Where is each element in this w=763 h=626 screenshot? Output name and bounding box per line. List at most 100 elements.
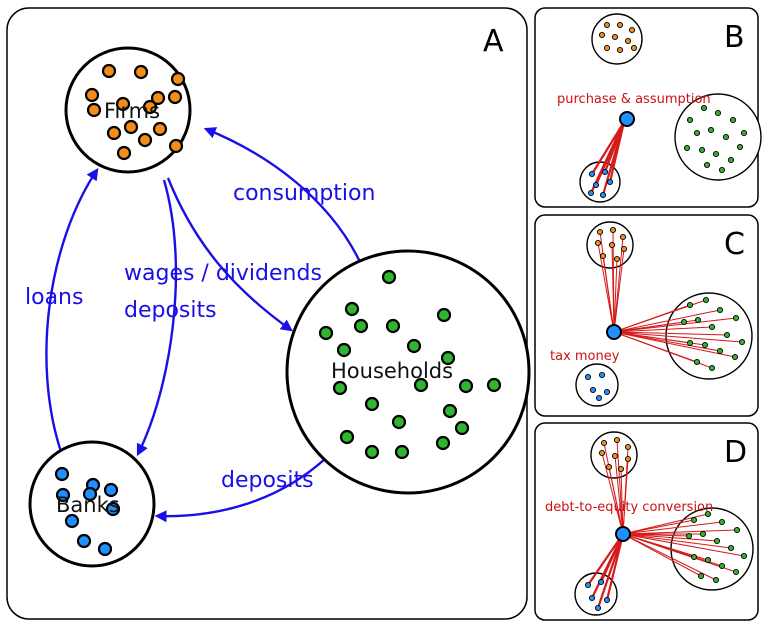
household-agent: [701, 341, 709, 349]
household-agent: [699, 530, 707, 538]
household-agent: [740, 552, 748, 560]
household-agent: [740, 129, 748, 137]
bank-agent: [587, 189, 595, 197]
household-agent: [332, 380, 348, 396]
conversion-link: [587, 533, 624, 586]
bank-agent: [598, 371, 606, 379]
bank-agent: [601, 168, 609, 176]
household-agent: [690, 553, 698, 561]
household-agent: [353, 318, 369, 334]
household-agent: [693, 129, 701, 137]
bank-agent: [76, 533, 92, 549]
firm-agent: [611, 452, 619, 460]
wages-dividends-label: wages / dividends: [124, 261, 322, 286]
panel-a-letter: A: [483, 24, 504, 59]
conversion-link: [608, 466, 624, 535]
conversion-link: [622, 529, 738, 535]
firm-agent: [152, 121, 168, 137]
firm-agent: [598, 31, 606, 39]
household-agent: [344, 301, 360, 317]
firm-agent: [600, 439, 608, 447]
household-agent: [731, 353, 739, 361]
panel-b-letter: B: [724, 20, 745, 55]
firm-agent: [624, 37, 632, 45]
panel-b-links: [590, 121, 626, 196]
household-agent: [732, 568, 740, 576]
firm-agents: [84, 63, 186, 161]
household-agent: [707, 126, 715, 134]
panel-d-converted-bank: [615, 526, 631, 542]
conversion-link: [622, 533, 737, 573]
firm-agent: [630, 44, 638, 52]
bank-agent: [592, 181, 600, 189]
firm-agent: [603, 21, 611, 29]
firm-agent: [598, 449, 606, 457]
bank-agent: [595, 394, 603, 402]
conversion-link: [622, 521, 723, 535]
firm-agent: [106, 125, 122, 141]
firm-agent: [115, 96, 131, 112]
household-agent: [704, 556, 712, 564]
tax-link: [613, 331, 743, 343]
household-agent: [693, 358, 701, 366]
firm-agent: [624, 443, 632, 451]
household-agent: [714, 109, 722, 117]
conversion-link: [622, 533, 702, 577]
firm-agent: [620, 245, 628, 253]
household-agent: [683, 144, 691, 152]
bank-agent: [105, 501, 121, 517]
household-agent: [406, 338, 422, 354]
household-agent: [339, 429, 355, 445]
tax-link: [613, 326, 713, 333]
firm-agent: [116, 145, 132, 161]
deposits-households-arrow: [154, 457, 327, 523]
household-agent: [727, 156, 735, 164]
firm-agent: [617, 465, 625, 473]
household-agent: [685, 532, 693, 540]
firm-agent: [616, 21, 624, 29]
household-agent: [318, 325, 334, 341]
conversion-link: [596, 533, 625, 609]
purchase-link: [601, 121, 626, 196]
panel-d-agents: [584, 436, 748, 612]
household-agent: [708, 323, 716, 331]
bank-agent: [82, 486, 98, 502]
panel-d: D debt-to-equity conversion: [534, 422, 759, 621]
tax-link: [611, 244, 615, 333]
firm-agent: [137, 132, 153, 148]
household-agent: [703, 161, 711, 169]
bank-agent: [589, 386, 597, 394]
conversion-link: [622, 533, 745, 557]
tax-link: [613, 317, 737, 333]
conversion-link: [614, 455, 624, 535]
panel-d-label: debt-to-equity conversion: [545, 500, 713, 515]
panel-b-label: purchase & assumption: [557, 92, 711, 107]
panel-d-links: [587, 439, 745, 609]
bank-agent: [594, 604, 602, 612]
household-agent: [694, 316, 702, 324]
household-agent: [385, 318, 401, 334]
bank-agent: [584, 581, 592, 589]
household-agent: [712, 576, 720, 584]
panel-c: C tax money: [534, 214, 759, 417]
bank-agent: [588, 594, 596, 602]
household-agent: [680, 318, 688, 326]
firm-agent: [609, 226, 617, 234]
conversion-link: [601, 452, 624, 535]
household-agent: [454, 420, 470, 436]
household-agent: [458, 378, 474, 394]
household-agent: [697, 572, 705, 580]
bank-agent: [606, 178, 614, 186]
firm-agent: [619, 233, 627, 241]
consumption-arrow: [203, 127, 362, 263]
firm-agent: [133, 64, 149, 80]
bank-agent: [55, 487, 71, 503]
panel-b: B purchase & assumption: [534, 7, 762, 208]
firm-agent: [594, 239, 602, 247]
household-agent: [686, 339, 694, 347]
firms-node: Firms: [64, 46, 192, 174]
household-agent: [690, 516, 698, 524]
firm-agent: [613, 255, 621, 263]
household-agent: [442, 403, 458, 419]
household-agent: [394, 444, 410, 460]
